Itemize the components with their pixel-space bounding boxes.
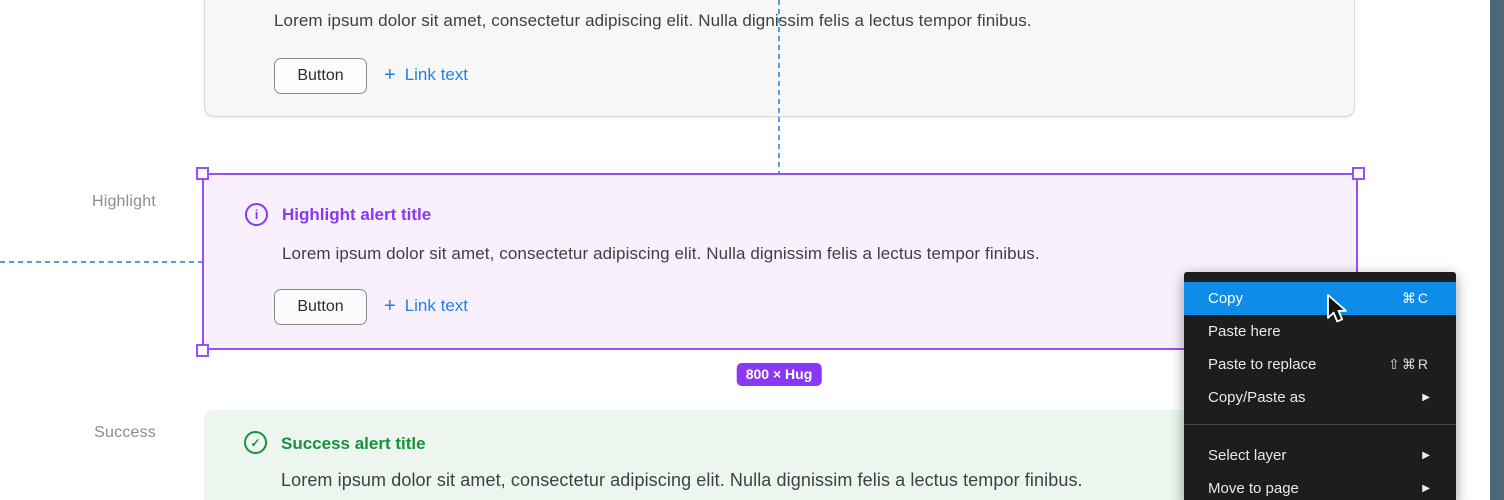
selection-handle-bottom-left[interactable] — [196, 344, 209, 357]
selection-handle-top-right[interactable] — [1352, 167, 1365, 180]
alert-card-highlight-selected[interactable]: i Highlight alert title Lorem ipsum dolo… — [202, 173, 1358, 350]
menu-item-move-to-page[interactable]: Move to page ▶ — [1184, 472, 1456, 500]
selection-size-badge: 800 × Hug — [736, 363, 822, 386]
alert-button[interactable]: Button — [274, 58, 367, 94]
menu-shortcut: ⌘C — [1401, 290, 1430, 306]
plus-icon: + — [384, 295, 396, 317]
alert-button[interactable]: Button — [274, 289, 367, 325]
check-icon-glyph: ✓ — [250, 435, 261, 450]
menu-item-copy-paste-as[interactable]: Copy/Paste as ▶ — [1184, 381, 1456, 414]
selection-handle-top-left[interactable] — [196, 167, 209, 180]
menu-item-select-layer[interactable]: Select layer ▶ — [1184, 439, 1456, 472]
highlight-alert-title: Highlight alert title — [282, 205, 432, 224]
right-edge-panel-strip — [1490, 0, 1504, 500]
submenu-arrow-icon: ▶ — [1422, 392, 1430, 403]
row-label-highlight: Highlight — [91, 193, 156, 210]
alert-link[interactable]: + Link text — [384, 65, 468, 85]
context-menu: Copy ⌘C Paste here Paste to replace ⇧⌘R … — [1184, 272, 1456, 500]
link-label: Link text — [404, 65, 468, 84]
row-label-success: Success — [94, 424, 156, 441]
menu-item-paste-here[interactable]: Paste here — [1184, 315, 1456, 348]
mouse-cursor-icon — [1326, 294, 1350, 331]
menu-item-label: Paste here — [1208, 323, 1281, 340]
info-icon-glyph: i — [254, 207, 259, 222]
menu-separator — [1184, 424, 1456, 425]
menu-item-label: Paste to replace — [1208, 356, 1317, 373]
menu-item-label: Copy — [1208, 290, 1244, 307]
submenu-arrow-icon: ▶ — [1422, 450, 1430, 461]
alert-body-text: Lorem ipsum dolor sit amet, consectetur … — [281, 470, 1083, 490]
vertical-guide-line — [778, 0, 780, 173]
link-label: Link text — [404, 296, 468, 315]
menu-item-paste-to-replace[interactable]: Paste to replace ⇧⌘R — [1184, 348, 1456, 381]
info-icon: i — [245, 203, 268, 226]
menu-item-label: Select layer — [1208, 447, 1287, 464]
alert-link[interactable]: + Link text — [384, 296, 468, 316]
horizontal-guide-line — [0, 261, 202, 263]
success-alert-title: Success alert title — [281, 434, 426, 453]
alert-card-success[interactable]: ✓ Success alert title Lorem ipsum dolor … — [204, 410, 1355, 500]
plus-icon: + — [384, 64, 396, 86]
menu-item-label: Move to page — [1208, 480, 1299, 497]
submenu-arrow-icon: ▶ — [1422, 483, 1430, 494]
menu-shortcut: ⇧⌘R — [1388, 356, 1430, 372]
check-circle-icon: ✓ — [244, 431, 267, 454]
alert-body-text: Lorem ipsum dolor sit amet, consectetur … — [282, 244, 1040, 263]
menu-item-label: Copy/Paste as — [1208, 389, 1306, 406]
menu-item-copy[interactable]: Copy ⌘C — [1184, 282, 1456, 315]
alert-body-text: Lorem ipsum dolor sit amet, consectetur … — [274, 11, 1032, 30]
